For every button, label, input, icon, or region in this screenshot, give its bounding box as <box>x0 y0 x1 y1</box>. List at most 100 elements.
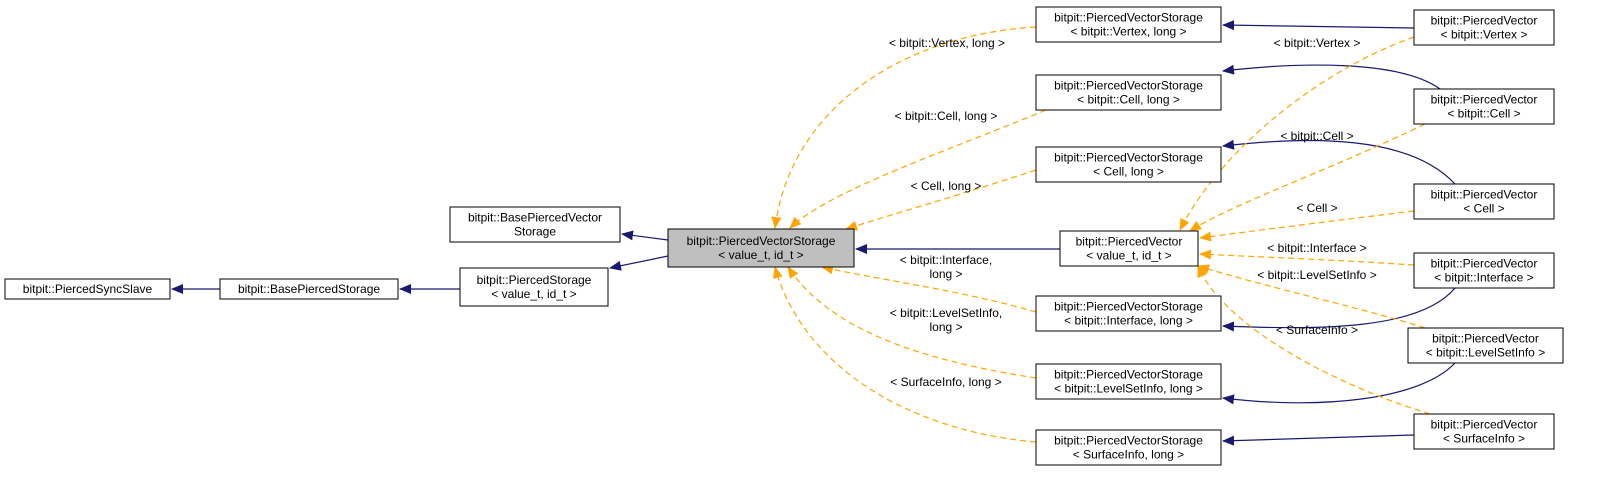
edge-pvvertex-to-pvsvertex <box>1222 20 1415 31</box>
class-name-line: bitpit::PiercedVector <box>1076 235 1183 249</box>
class-node-pvs-surface[interactable]: bitpit::PiercedVectorStorage< SurfaceInf… <box>1035 429 1222 466</box>
edge-pvvertex-to-pv <box>1179 36 1415 231</box>
class-node-pv-interface[interactable]: bitpit::PiercedVector< bitpit::Interface… <box>1413 252 1555 289</box>
edge-label-surface-long: < SurfaceInfo, long > <box>890 375 1001 389</box>
edge-pvsvertex-to-pvs <box>771 26 1037 229</box>
class-node-pv-vertex[interactable]: bitpit::PiercedVector< bitpit::Vertex > <box>1413 9 1555 46</box>
edge-label-bcell: < bitpit::Cell > <box>1280 129 1353 143</box>
class-node-pvs-interface[interactable]: bitpit::PiercedVectorStorage< bitpit::In… <box>1035 295 1222 332</box>
class-box <box>1035 363 1222 400</box>
class-node-pv-surface[interactable]: bitpit::PiercedVector< SurfaceInfo > <box>1413 413 1555 450</box>
edges-layer <box>171 20 1456 446</box>
edge-label-vertex-long: < bitpit::Vertex, long > <box>889 36 1005 50</box>
edge-pvlevelset-to-pvslevelset <box>1222 362 1456 405</box>
edge-label-line: < SurfaceInfo > <box>1276 323 1358 337</box>
edge-pvsbcell-to-pvs <box>789 109 1047 229</box>
edge-label-line: < SurfaceInfo, long > <box>890 375 1001 389</box>
edge-pvcell-to-pv <box>1199 210 1415 242</box>
class-box <box>1413 88 1555 125</box>
class-node-pvs[interactable]: bitpit::PiercedVectorStorage< value_t, i… <box>667 228 855 268</box>
class-name-line: bitpit::PiercedVectorStorage <box>1054 434 1203 448</box>
edge-label-bcell-long: < bitpit::Cell, long > <box>895 109 998 123</box>
edge-label-line: < bitpit::Interface, <box>900 253 992 267</box>
class-node-pv[interactable]: bitpit::PiercedVector< value_t, id_t > <box>1059 230 1199 267</box>
class-node-pvs-vertex[interactable]: bitpit::PiercedVectorStorage< bitpit::Ve… <box>1035 6 1222 43</box>
edge-label-interface-long: < bitpit::Interface,long > <box>900 253 992 281</box>
class-box <box>1413 413 1555 450</box>
class-box <box>1035 146 1222 183</box>
edge-label-line: long > <box>929 267 962 281</box>
edge-pvinterface-to-pvsinterface <box>1222 287 1456 332</box>
class-name-line: < SurfaceInfo, long > <box>1073 448 1184 462</box>
class-name-line: < bitpit::Cell > <box>1447 107 1520 121</box>
class-box <box>1035 74 1222 111</box>
edge-pvslevelset-to-pvs <box>787 266 1037 379</box>
class-name-line: bitpit::PiercedVector <box>1431 93 1538 107</box>
class-name-line: bitpit::PiercedVector <box>1431 418 1538 432</box>
class-node-pvs-cell[interactable]: bitpit::PiercedVectorStorage< Cell, long… <box>1035 146 1222 183</box>
class-name-line: bitpit::PiercedVector <box>1431 188 1538 202</box>
edge-pvbcell-to-pvsbcell <box>1222 64 1441 90</box>
class-node-pv-levelset[interactable]: bitpit::PiercedVector< bitpit::LevelSetI… <box>1407 327 1564 364</box>
edge-labels-layer: < bitpit::Vertex, long >< bitpit::Cell, … <box>889 36 1377 389</box>
class-name-line: bitpit::PiercedSyncSlave <box>23 282 153 296</box>
edge-pvlevelset-to-pv <box>1197 264 1426 329</box>
class-node-pvs-levelset[interactable]: bitpit::PiercedVectorStorage< bitpit::Le… <box>1035 363 1222 400</box>
edge-label-line: < bitpit::Interface > <box>1267 241 1366 255</box>
edge-label-line: < bitpit::Vertex > <box>1274 36 1361 50</box>
class-box <box>667 228 855 268</box>
edge-pvs-to-piercedstorage <box>609 255 669 271</box>
class-name-line: < value_t, id_t > <box>718 248 803 262</box>
edge-label-line: < bitpit::Vertex, long > <box>889 36 1005 50</box>
edge-label-levelset: < bitpit::LevelSetInfo > <box>1257 268 1376 282</box>
class-name-line: < bitpit::Vertex, long > <box>1070 25 1186 39</box>
nodes-layer: bitpit::PiercedSyncSlave bitpit::BasePier… <box>4 6 1564 466</box>
class-box <box>1407 327 1564 364</box>
edge-pvinterface-to-pv <box>1199 249 1415 266</box>
edge-label-line: long > <box>929 320 962 334</box>
edge-label-surface: < SurfaceInfo > <box>1276 323 1358 337</box>
class-name-line: bitpit::PiercedVector <box>1431 257 1538 271</box>
class-box <box>459 267 609 307</box>
edge-label-line: < bitpit::LevelSetInfo > <box>1257 268 1376 282</box>
class-box <box>1035 6 1222 43</box>
class-box <box>4 278 171 300</box>
class-name-line: bitpit::BasePiercedStorage <box>238 282 380 296</box>
edge-pvssurface-to-pvs <box>773 266 1037 443</box>
class-node-piercedstorage[interactable]: bitpit::PiercedStorage< value_t, id_t > <box>459 267 609 307</box>
class-node-pvs-bcell[interactable]: bitpit::PiercedVectorStorage< bitpit::Ce… <box>1035 74 1222 111</box>
class-box <box>1413 183 1555 220</box>
edge-label-levelset-long: < bitpit::LevelSetInfo,long > <box>890 306 1002 334</box>
class-name-line: bitpit::PiercedVectorStorage <box>1054 151 1203 165</box>
class-node-basestorage[interactable]: bitpit::BasePiercedStorage <box>219 278 399 300</box>
class-name-line: < value_t, id_t > <box>491 287 576 301</box>
edge-label-line: < bitpit::Cell > <box>1280 129 1353 143</box>
class-box <box>219 278 399 300</box>
class-node-pv-bcell[interactable]: bitpit::PiercedVector< bitpit::Cell > <box>1413 88 1555 125</box>
edge-label-line: < bitpit::Cell, long > <box>895 109 998 123</box>
class-name-line: bitpit::PiercedStorage <box>477 273 592 287</box>
class-name-line: bitpit::PiercedVector <box>1432 332 1539 346</box>
class-node-syncslave[interactable]: bitpit::PiercedSyncSlave <box>4 278 171 300</box>
class-name-line: < bitpit::Vertex > <box>1441 28 1528 42</box>
edge-label-cell-long: < Cell, long > <box>911 179 982 193</box>
class-name-line: < bitpit::LevelSetInfo, long > <box>1054 382 1203 396</box>
class-name-line: bitpit::PiercedVectorStorage <box>687 234 836 248</box>
edge-pvcell-to-pvscell <box>1222 139 1456 185</box>
class-box <box>1035 429 1222 466</box>
class-name-line: bitpit::PiercedVectorStorage <box>1054 300 1203 314</box>
class-name-line: < bitpit::LevelSetInfo > <box>1426 346 1545 360</box>
edge-label-line: < Cell > <box>1296 201 1337 215</box>
edge-pvbcell-to-pv <box>1189 123 1426 232</box>
class-box <box>1413 9 1555 46</box>
class-name-line: Storage <box>514 225 556 239</box>
class-name-line: < value_t, id_t > <box>1086 249 1171 263</box>
class-name-line: bitpit::PiercedVector <box>1431 14 1538 28</box>
class-node-pv-cell[interactable]: bitpit::PiercedVector< Cell > <box>1413 183 1555 220</box>
class-box <box>1035 295 1222 332</box>
class-box <box>449 206 621 243</box>
edge-label-vertex: < bitpit::Vertex > <box>1274 36 1361 50</box>
class-name-line: bitpit::BasePiercedVector <box>468 211 602 225</box>
